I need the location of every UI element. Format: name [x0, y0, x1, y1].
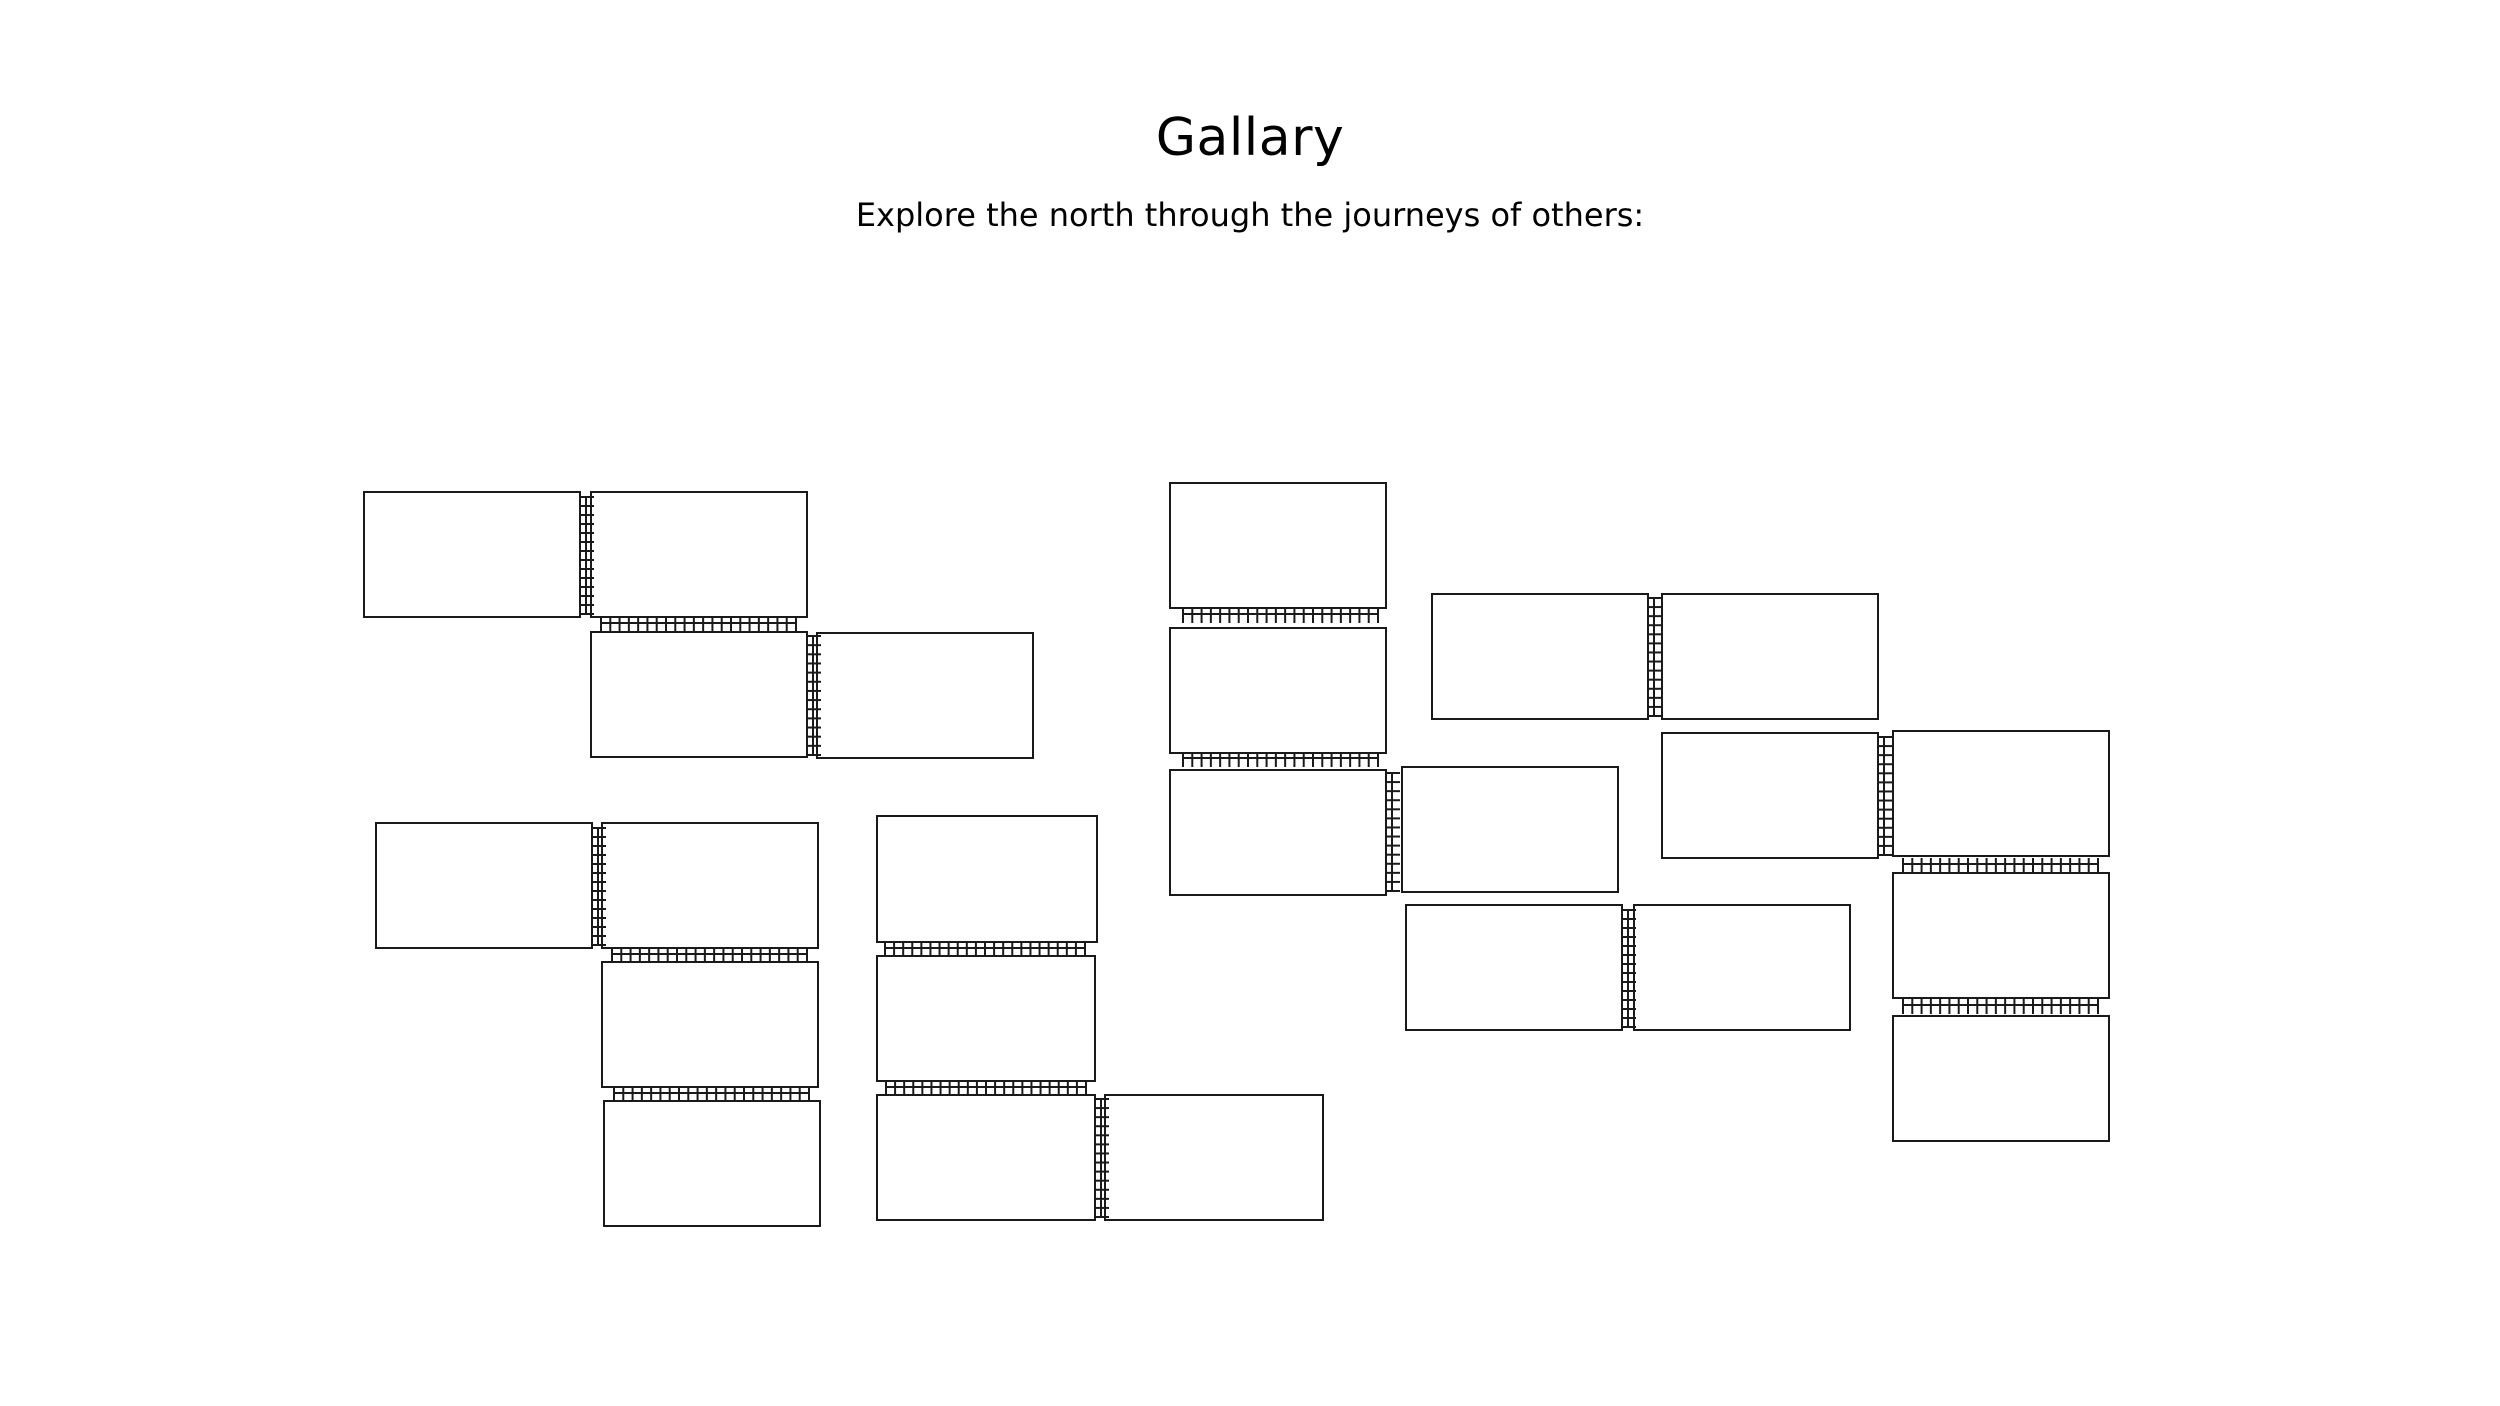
spiral-binding [1622, 909, 1636, 1028]
journal-card[interactable] [590, 631, 808, 758]
spiral-binding [592, 827, 606, 946]
spiral-binding [884, 942, 1086, 957]
spiral-binding [611, 948, 808, 963]
journal-card[interactable] [816, 632, 1034, 759]
journal-card[interactable] [876, 815, 1098, 943]
journal-card[interactable] [1892, 872, 2110, 999]
spiral-binding [613, 1087, 810, 1102]
spiral-binding [1902, 999, 2099, 1014]
journal-card[interactable] [1104, 1094, 1324, 1221]
journal-card[interactable] [876, 955, 1096, 1082]
page-subtitle: Explore the north through the journeys o… [855, 196, 1645, 234]
journal-card[interactable] [363, 491, 581, 618]
spiral-binding [807, 635, 821, 756]
page-title: Gallary [1155, 108, 1345, 168]
journal-card[interactable] [1169, 627, 1387, 754]
journal-card[interactable] [375, 822, 593, 949]
spiral-binding [1095, 1098, 1109, 1218]
journal-card[interactable] [876, 1094, 1096, 1221]
journal-card[interactable] [1431, 593, 1649, 720]
spiral-binding [600, 617, 797, 632]
journal-card[interactable] [1892, 1015, 2110, 1142]
spiral-binding [1386, 772, 1400, 892]
journal-card[interactable] [1661, 732, 1879, 859]
journal-card[interactable] [1169, 769, 1387, 896]
spiral-binding [1902, 858, 2099, 873]
journal-card[interactable] [590, 491, 808, 618]
spiral-binding [1878, 736, 1892, 856]
spiral-binding [1648, 597, 1662, 717]
journal-card[interactable] [1633, 904, 1851, 1031]
journal-card[interactable] [1892, 730, 2110, 857]
spiral-binding [1182, 608, 1379, 623]
spiral-binding [1182, 752, 1379, 767]
spiral-binding [885, 1081, 1087, 1096]
journal-card[interactable] [1401, 766, 1619, 893]
journal-card[interactable] [1169, 482, 1387, 609]
journal-card[interactable] [601, 961, 819, 1088]
journal-card[interactable] [603, 1100, 821, 1227]
journal-card[interactable] [1661, 593, 1879, 720]
spiral-binding [580, 496, 594, 615]
journal-card[interactable] [1405, 904, 1623, 1031]
journal-card[interactable] [601, 822, 819, 949]
